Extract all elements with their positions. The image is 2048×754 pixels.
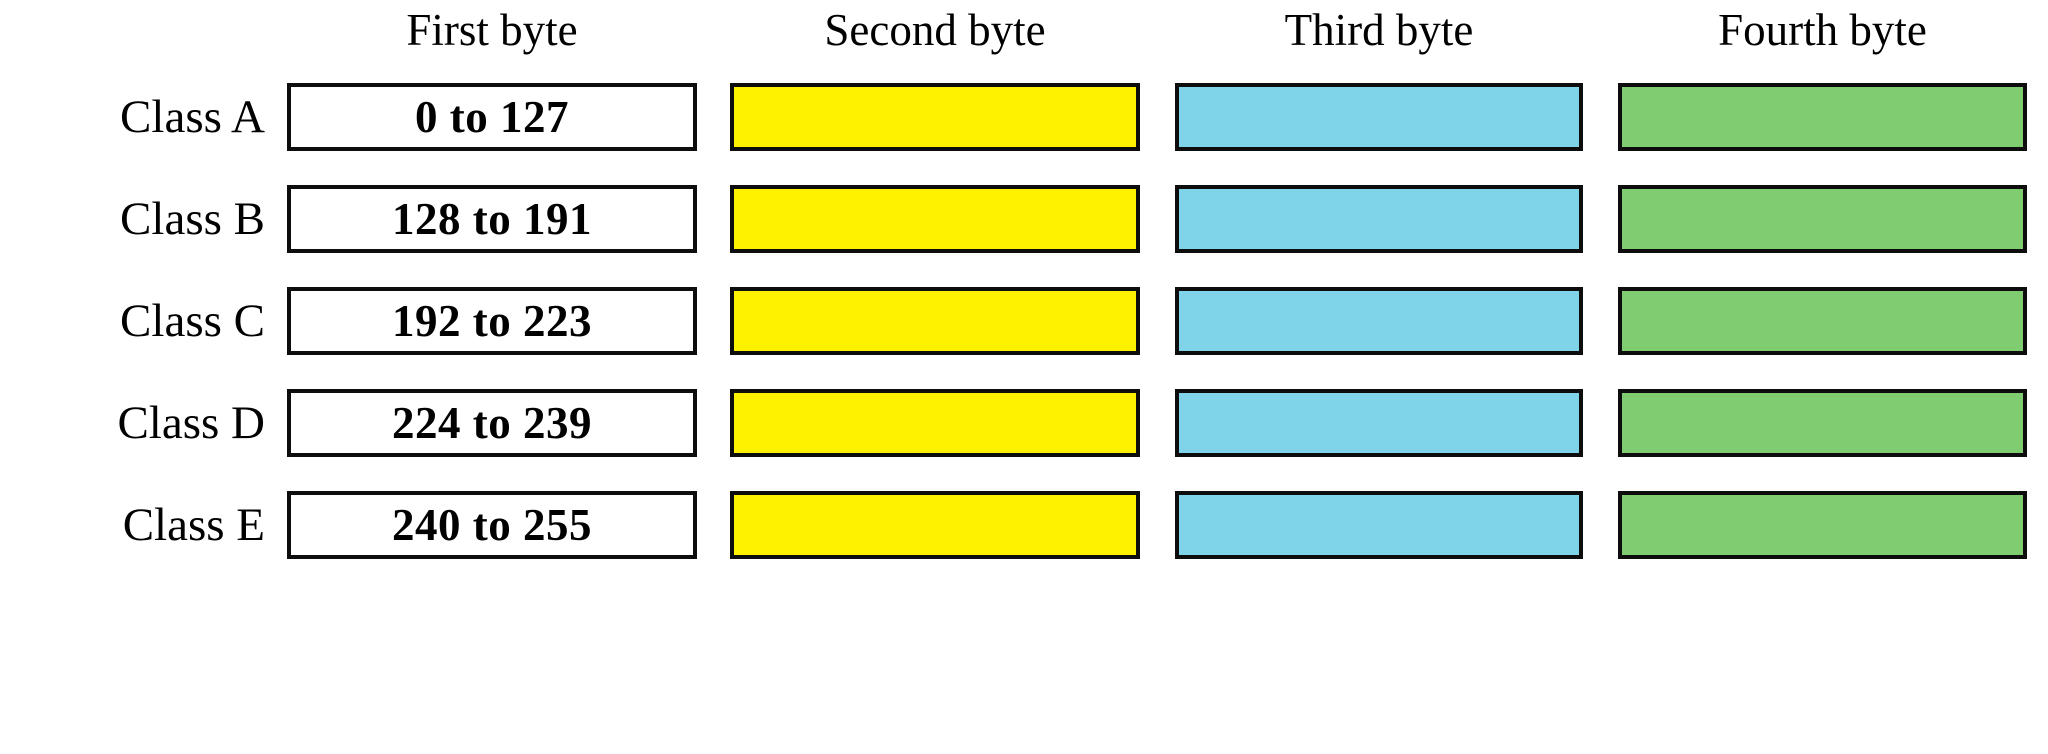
class-label: Class D [117, 397, 265, 449]
third-byte-cell [1175, 185, 1583, 253]
fourth-byte-cell [1618, 185, 2027, 253]
table-row: Class A 0 to 127 [0, 83, 2048, 185]
column-header-fourth-byte: Fourth byte [1718, 5, 1927, 55]
table-row: Class E 240 to 255 [0, 491, 2048, 593]
fourth-byte-value [1622, 189, 2023, 249]
second-byte-value [734, 393, 1136, 453]
first-byte-range-value: 192 to 223 [392, 296, 592, 346]
first-byte-range-value: 128 to 191 [392, 194, 592, 244]
second-byte-cell [730, 389, 1140, 457]
fourth-byte-cell [1618, 287, 2027, 355]
third-byte-cell [1175, 491, 1583, 559]
third-byte-cell [1175, 83, 1583, 151]
column-header-second-byte: Second byte [824, 5, 1046, 55]
second-byte-value [734, 87, 1136, 147]
third-byte-value [1179, 87, 1579, 147]
fourth-byte-value [1622, 393, 2023, 453]
column-header-first-byte: First byte [406, 5, 578, 55]
first-byte-cell: 0 to 127 [287, 83, 697, 151]
class-label: Class B [120, 193, 265, 245]
third-byte-cell [1175, 389, 1583, 457]
first-byte-cell: 224 to 239 [287, 389, 697, 457]
third-byte-value [1179, 495, 1579, 555]
second-byte-cell [730, 491, 1140, 559]
first-byte-range-value: 224 to 239 [392, 398, 592, 448]
first-byte-cell: 240 to 255 [287, 491, 697, 559]
class-label: Class A [120, 91, 265, 143]
table-row: Class D 224 to 239 [0, 389, 2048, 491]
third-byte-value [1179, 393, 1579, 453]
column-header-third-byte: Third byte [1284, 5, 1474, 55]
second-byte-cell [730, 83, 1140, 151]
first-byte-range-value: 240 to 255 [392, 500, 592, 550]
first-byte-cell: 128 to 191 [287, 185, 697, 253]
third-byte-value [1179, 291, 1579, 351]
fourth-byte-value [1622, 495, 2023, 555]
first-byte-range-value: 0 to 127 [415, 92, 569, 142]
third-byte-value [1179, 189, 1579, 249]
fourth-byte-cell [1618, 491, 2027, 559]
fourth-byte-cell [1618, 389, 2027, 457]
class-label: Class C [120, 295, 265, 347]
second-byte-cell [730, 185, 1140, 253]
second-byte-value [734, 291, 1136, 351]
second-byte-cell [730, 287, 1140, 355]
second-byte-value [734, 189, 1136, 249]
fourth-byte-value [1622, 291, 2023, 351]
class-label: Class E [122, 499, 265, 551]
fourth-byte-value [1622, 87, 2023, 147]
table-row: Class B 128 to 191 [0, 185, 2048, 287]
second-byte-value [734, 495, 1136, 555]
fourth-byte-cell [1618, 83, 2027, 151]
third-byte-cell [1175, 287, 1583, 355]
table-row: Class C 192 to 223 [0, 287, 2048, 389]
first-byte-cell: 192 to 223 [287, 287, 697, 355]
